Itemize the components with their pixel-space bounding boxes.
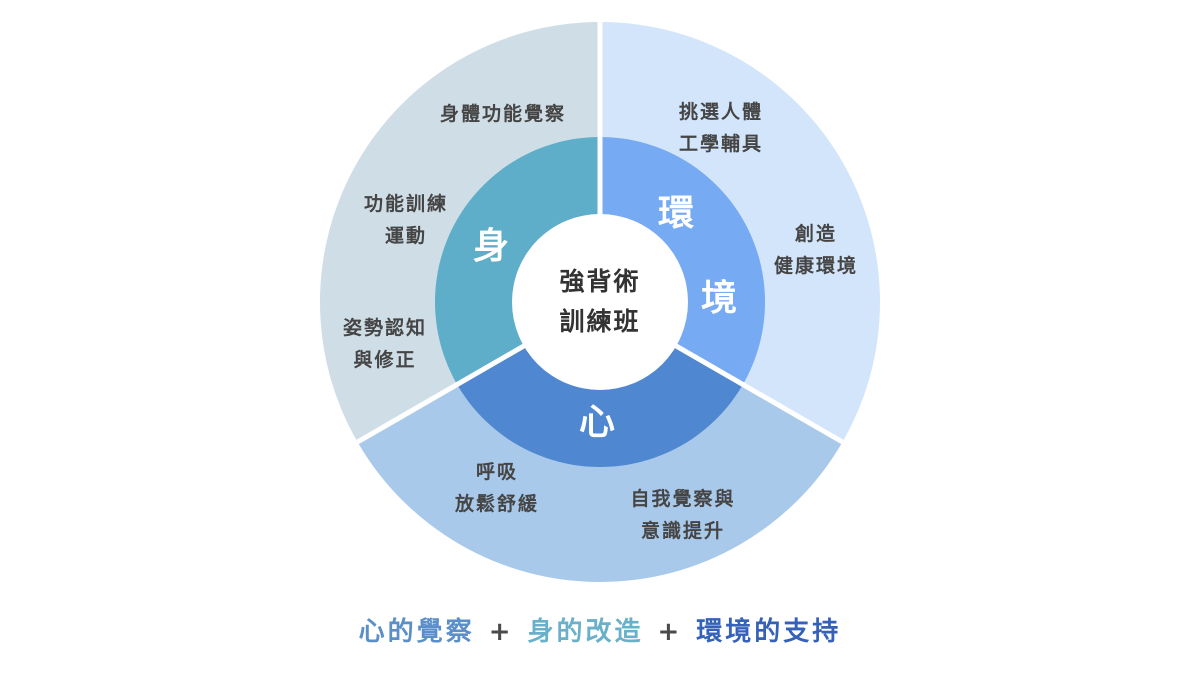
- mind-item-1-line2: 放鬆舒緩: [454, 492, 539, 515]
- body-item-2-line2: 運動: [385, 225, 427, 247]
- body-item-2-line1: 功能訓練: [364, 192, 448, 215]
- caption-environment: 環境的支持: [696, 617, 842, 647]
- caption-plus-1: +: [488, 617, 514, 647]
- caption-plus-2: +: [657, 617, 683, 647]
- body-item-3-line2: 與修正: [353, 348, 416, 371]
- environment-item-2-line1: 創造: [795, 222, 837, 245]
- center-title-line2: 訓練班: [559, 307, 640, 336]
- environment-label-line2: 境: [701, 278, 737, 319]
- center-circle: [512, 214, 688, 390]
- environment-item-1-line2: 工學輔具: [679, 132, 763, 155]
- environment-label-line1: 環: [658, 193, 694, 234]
- body-item-1-line1: 身體功能覺察: [440, 102, 566, 125]
- body-item-3-line1: 姿勢認知: [343, 316, 427, 339]
- body-label: 身: [473, 226, 509, 267]
- center-title-line1: 強背術: [559, 267, 640, 296]
- mind-item-1-line1: 呼吸: [476, 461, 518, 483]
- mind-label: 心: [579, 402, 615, 443]
- mind-item-2-line2: 意識提升: [641, 519, 725, 542]
- caption-mind: 心的覺察: [358, 617, 475, 647]
- environment-item-1-line1: 挑選人體: [679, 101, 763, 123]
- mind-item-2-line1: 自我覺察與: [630, 487, 735, 510]
- environment-item-2-line2: 健康環境: [774, 254, 858, 277]
- caption: 心的覺察 + 身的改造 + 環境的支持: [0, 612, 1200, 652]
- caption-body: 身的改造: [527, 617, 644, 647]
